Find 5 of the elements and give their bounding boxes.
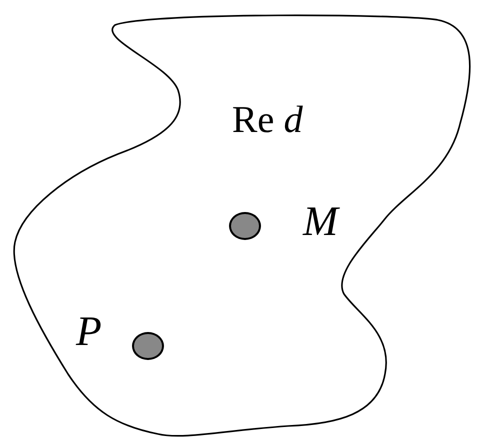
- point-dot: [132, 332, 164, 360]
- point-dot: [229, 212, 261, 240]
- point-label: P: [76, 308, 102, 356]
- region-label: Re d: [232, 98, 303, 142]
- point-label: M: [303, 198, 338, 246]
